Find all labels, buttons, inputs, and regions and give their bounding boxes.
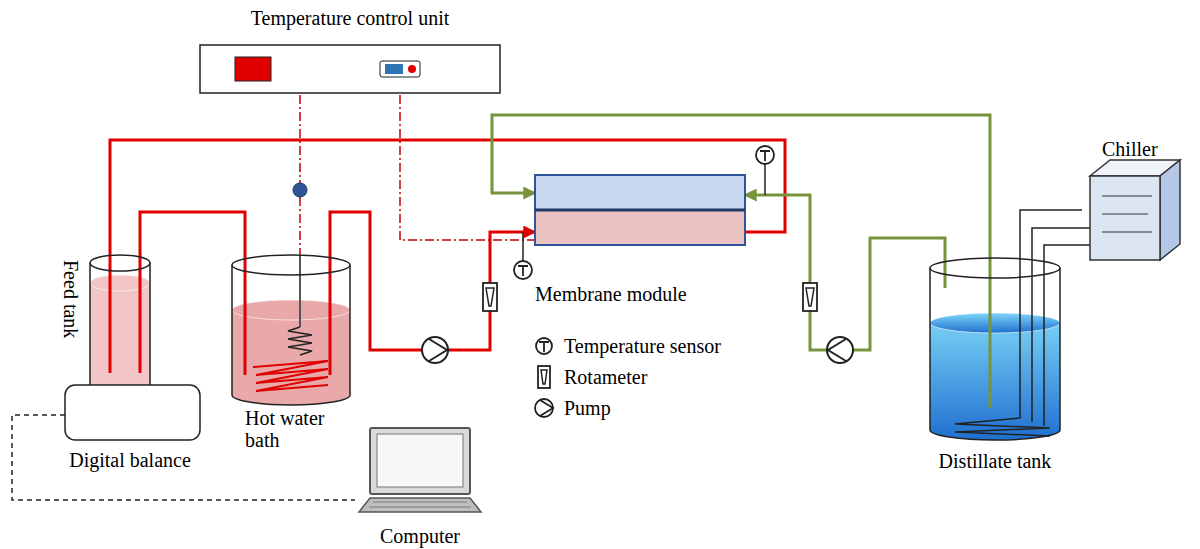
equipment-label: Membrane module: [535, 283, 687, 305]
equipment-label: Computer: [355, 525, 485, 547]
vessel-rim: [930, 258, 1060, 278]
legend-symbol: [532, 396, 556, 420]
pump-symbol: [422, 337, 448, 363]
screen-glass: [377, 434, 463, 487]
display: [235, 57, 271, 81]
liquid: [232, 300, 350, 405]
rotameter-symbol: [803, 283, 817, 311]
pipe: [945, 258, 990, 408]
probe-rod: [299, 255, 301, 327]
legend-entry: Pump: [532, 392, 721, 423]
vessel-wall: [930, 268, 1060, 440]
controller-box: [200, 45, 500, 93]
cooling-coil: [955, 258, 1050, 436]
legend-text: Temperature sensor: [564, 335, 721, 357]
rotameter-symbol: [483, 283, 497, 311]
probe-head: [293, 183, 307, 197]
heater-element: [253, 361, 328, 391]
coolant-line: [1044, 245, 1090, 258]
legend: Temperature sensorRotameterPump: [532, 330, 721, 423]
pipe-connector: [140, 212, 245, 255]
probe-coil: [288, 327, 312, 355]
pipe-connector: [745, 195, 945, 350]
equipment-node: Temperature control unit: [195, 5, 505, 95]
coolant-line: [1032, 228, 1090, 258]
indicator-light: [408, 65, 416, 73]
vessel-rim: [232, 255, 350, 275]
laptop-screen: [370, 428, 470, 494]
legend-entry: Temperature sensor: [532, 330, 721, 361]
equipment-node: Chiller: [1082, 138, 1190, 263]
equipment-label: Digital balance: [40, 449, 220, 471]
feed-channel: [535, 210, 745, 245]
chiller-vent: [1102, 196, 1152, 232]
pipe-connector: [400, 95, 535, 240]
equipment-node: Membrane module: [535, 175, 750, 315]
balance-platform: [65, 385, 200, 440]
sensor-stalk: [522, 232, 524, 261]
pipe-connector: [299, 95, 301, 255]
chiller-side: [1160, 160, 1180, 260]
equipment-node: Feed tank: [50, 255, 155, 395]
laptop-base: [359, 498, 481, 512]
equipment-shape: [915, 258, 1075, 483]
vessel-wall: [232, 265, 350, 405]
legend-symbol: [532, 365, 556, 389]
equipment-label: Temperature control unit: [195, 7, 505, 29]
permeate-channel: [535, 175, 745, 210]
liquid-surface: [232, 300, 350, 320]
switch: [385, 64, 403, 74]
legend-symbol: [532, 334, 556, 358]
equipment-label: Feed tank: [60, 260, 82, 338]
pipe-connector: [492, 115, 990, 258]
vessel-wall: [90, 263, 150, 401]
legend-entry: Rotameter: [532, 361, 721, 392]
vessel-rim: [90, 255, 150, 271]
legend-text: Rotameter: [564, 366, 647, 388]
pipe-connector: [330, 212, 535, 350]
equipment-label: Distillate tank: [915, 450, 1075, 472]
equipment-node: Hot water bath: [228, 255, 353, 451]
liquid-surface: [930, 313, 1060, 333]
pipe-connector: [1020, 210, 1082, 258]
chiller-front: [1090, 176, 1160, 260]
equipment-label: Chiller: [1102, 138, 1158, 160]
equipment-label: Hot water bath: [245, 407, 345, 451]
sensor-stalk: [764, 164, 766, 195]
pipe: [110, 255, 140, 373]
keyboard: [369, 502, 471, 507]
legend-text: Pump: [564, 397, 611, 419]
switch-panel: [380, 61, 420, 77]
equipment-node: Digital balance: [40, 385, 220, 480]
pump-symbol: [827, 337, 853, 363]
equipment-node: Distillate tank: [915, 258, 1075, 483]
temperature-sensor: [756, 146, 774, 164]
pipe-connector: [110, 140, 785, 255]
temperature-sensor: [514, 261, 532, 279]
membrane: [535, 209, 745, 212]
equipment-node: Computer: [355, 428, 485, 549]
